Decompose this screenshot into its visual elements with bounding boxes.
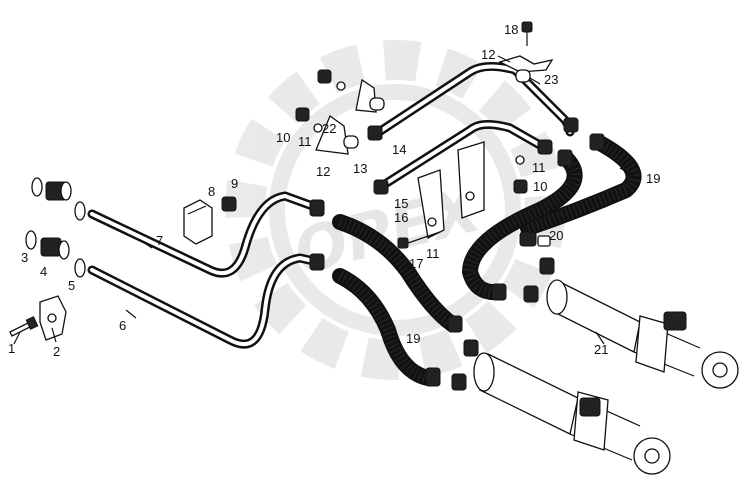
union-4-lower [40, 237, 62, 257]
label-12b: 12 [481, 47, 495, 62]
label-23: 23 [544, 72, 558, 87]
sleeve-22 [343, 135, 359, 149]
cylinder-21-right [523, 257, 739, 389]
fitting-set-upper [31, 177, 86, 221]
pipe-6 [87, 253, 325, 349]
label-12a: 12 [316, 164, 330, 179]
washer-5-lower [74, 258, 86, 278]
o-ring-3-lower [25, 230, 37, 250]
nut-4-upper [60, 181, 72, 201]
label-3: 3 [21, 250, 28, 265]
washer-11b [336, 81, 346, 91]
clamp-8 [183, 199, 213, 245]
sleeve-13 [369, 97, 385, 111]
bolt-17 [397, 231, 441, 249]
nut-10b [317, 69, 332, 84]
label-10b: 10 [533, 179, 547, 194]
nut-10c [513, 179, 528, 194]
label-4: 4 [40, 264, 47, 279]
label-6: 6 [119, 318, 126, 333]
washer-11c [515, 155, 525, 165]
sleeve-23 [515, 69, 531, 83]
label-11c: 11 [426, 246, 440, 261]
cylinder-left-lower [451, 339, 671, 475]
nut-10a [295, 107, 310, 122]
label-1: 1 [8, 341, 15, 356]
clamp-12a [315, 114, 349, 155]
label-11a: 11 [298, 134, 312, 149]
bolt-1 [9, 316, 39, 337]
label-8: 8 [208, 184, 215, 199]
label-9: 9 [231, 176, 238, 191]
label-13: 13 [353, 161, 367, 176]
pipe-14-lower [373, 120, 553, 195]
fitting-set-lower [25, 230, 86, 278]
pipe-7-end-nut [309, 199, 325, 217]
label-5: 5 [68, 278, 75, 293]
label-7: 7 [156, 233, 163, 248]
label-11b: 11 [532, 160, 546, 175]
pipe-7 [87, 191, 325, 278]
bracket-2 [39, 295, 67, 341]
hose-19-left [332, 268, 441, 387]
fitting-20 [519, 231, 551, 247]
label-10a: 10 [276, 130, 290, 145]
washer-5-upper [74, 201, 86, 221]
o-ring-3-upper [31, 177, 43, 197]
label-18: 18 [504, 22, 518, 37]
hose-19-mid [332, 214, 463, 333]
label-19b: 19 [406, 331, 420, 346]
label-20: 20 [549, 228, 563, 243]
label-21: 21 [594, 342, 608, 357]
label-17: 17 [409, 256, 423, 271]
label-22: 22 [322, 121, 336, 136]
nut-9 [221, 196, 237, 212]
label-19a: 19 [646, 171, 660, 186]
mounting-bracket [417, 141, 485, 239]
nut-4-lower [58, 240, 70, 260]
hose-19-right-lower [462, 149, 583, 301]
label-16: 16 [394, 210, 408, 225]
callout-labels: 1 2 3 4 5 6 7 8 9 10 11 22 12 13 14 18 1… [8, 22, 660, 359]
pipe-6-end-nut [309, 253, 325, 271]
hose-19-right-upper [520, 133, 642, 236]
label-2: 2 [53, 344, 60, 359]
bolt-18 [521, 21, 533, 46]
label-14: 14 [392, 142, 406, 157]
label-15: 15 [394, 196, 408, 211]
leader-lines [13, 55, 641, 345]
washer-11a [313, 123, 323, 133]
